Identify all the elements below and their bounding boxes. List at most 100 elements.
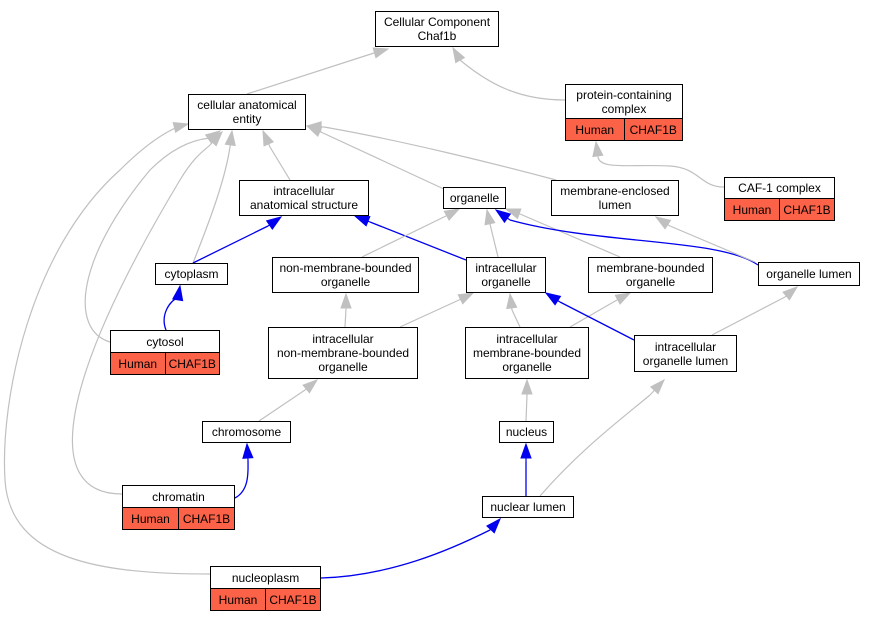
edge-line xyxy=(84,137,211,343)
edge-line xyxy=(234,459,249,499)
edge-is-a-intracellular-membrane-bounded-organelle-to-intracellular-organelle xyxy=(506,292,521,328)
edge-arrowhead xyxy=(452,46,466,64)
node-label-line: organelle xyxy=(320,275,371,289)
edge-line xyxy=(459,59,566,101)
edge-line xyxy=(597,156,725,188)
edge-is-a-non-membrane-bounded-organelle-to-organelle xyxy=(361,208,461,258)
edge-arrowhead xyxy=(372,47,390,59)
node-nucleus[interactable]: nucleus xyxy=(499,421,554,443)
edge-line xyxy=(258,389,306,422)
edge-connector xyxy=(489,528,492,531)
edge-arrowhead xyxy=(592,140,604,158)
annotation-species: Human xyxy=(732,202,772,217)
node-label-line: Cellular Component xyxy=(383,15,491,29)
edge-arrowhead xyxy=(520,442,532,459)
edge-is-a-intracellular-membrane-bounded-organelle-to-membrane-bounded-organelle xyxy=(569,292,632,328)
node-chromosome[interactable]: chromosome xyxy=(202,421,291,443)
edge-connector xyxy=(304,388,307,391)
node-label-line: cellular anatomical xyxy=(197,98,297,112)
node-label-line: intracellular xyxy=(273,184,335,198)
edge-line xyxy=(669,225,756,263)
edge-connector xyxy=(367,220,371,223)
edge-line xyxy=(361,215,447,258)
edge-arrowhead xyxy=(353,215,371,227)
edge-is-a-cellular-anatomical-entity-to-root xyxy=(246,47,390,95)
edge-connector xyxy=(268,143,271,148)
edge-arrowhead xyxy=(484,208,496,226)
node-label-line: organelle lumen xyxy=(642,353,729,368)
edge-line xyxy=(163,297,179,331)
edge-connector xyxy=(784,295,787,298)
edge-connector xyxy=(667,224,671,227)
edge-line xyxy=(3,125,211,575)
edge-arrowhead xyxy=(654,216,672,230)
edge-line xyxy=(525,394,528,422)
edge-part-of-intracellular-organelle-lumen-to-intracellular-organelle xyxy=(544,292,635,341)
node-label: organelle xyxy=(444,188,505,208)
edge-part-of-cytoplasm-to-intracellular-anatomical-structure xyxy=(192,216,283,264)
edge-line xyxy=(369,221,467,261)
edge-is-a-organelle-lumen-to-membrane-enclosed-lumen xyxy=(654,216,756,263)
node-cytoplasm[interactable]: cytoplasm xyxy=(155,263,228,285)
node-label-line: nucleus xyxy=(505,425,548,439)
node-label-line: intracellular xyxy=(312,332,374,346)
edge-is-a-chromatin-to-cellular-anatomical-entity xyxy=(71,130,224,495)
node-organelle-lumen[interactable]: organelle lumen xyxy=(758,262,860,286)
edge-part-of-intracellular-organelle-to-intracellular-anatomical-structure xyxy=(353,215,467,261)
node-label-line: intracellular xyxy=(654,339,717,354)
node-label-line: non-membrane-bounded xyxy=(276,346,410,360)
node-label-line: membrane-enclosed xyxy=(560,184,670,198)
node-nuclear-lumen[interactable]: nuclear lumen xyxy=(482,496,574,518)
edge-arrowhead xyxy=(265,216,283,230)
edge-line xyxy=(399,299,460,328)
edge-connector xyxy=(267,224,270,227)
edge-connector xyxy=(507,217,511,221)
node-label-line: intracellular xyxy=(475,261,537,275)
edge-connector xyxy=(458,298,461,301)
edge-arrowhead xyxy=(340,292,352,309)
annotation-gene: CHAF1B xyxy=(178,508,234,529)
node-label: nucleoplasm xyxy=(211,567,320,588)
edge-line xyxy=(192,146,231,264)
edge-arrowhead xyxy=(544,292,562,306)
node-label-line: organelle xyxy=(502,360,552,374)
node-label-line: organelle lumen xyxy=(766,267,852,281)
node-label: cytoplasm xyxy=(156,264,227,284)
edge-line xyxy=(71,144,211,495)
edge-arrowhead xyxy=(506,292,518,310)
node-label-line: membrane-bounded xyxy=(596,261,705,275)
edge-is-a-cytosol-to-cellular-anatomical-entity xyxy=(84,130,222,343)
edge-arrowhead xyxy=(457,292,475,305)
node-label-line: organelle xyxy=(449,191,500,205)
node-label-line: membrane-bounded xyxy=(472,346,582,360)
node-label-line: intracellular xyxy=(496,332,558,346)
node-label: cytosol xyxy=(111,331,219,352)
annotation-gene: CHAF1B xyxy=(164,353,220,374)
node-label-line: nuclear lumen xyxy=(490,500,566,514)
node-organelle[interactable]: organelle xyxy=(443,187,506,209)
